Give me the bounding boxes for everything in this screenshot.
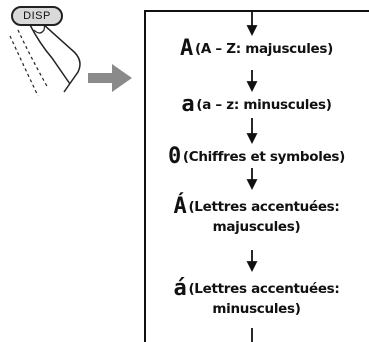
flow-frame <box>144 10 369 342</box>
mode-lowercase: a(a – z: minuscules) <box>144 92 369 117</box>
mode-label-line2: minuscules) <box>212 301 301 317</box>
mode-label: (a – z: minuscules) <box>196 97 332 113</box>
mode-label: (Lettres accentuées: <box>188 281 340 297</box>
mode-glyph: 0 <box>167 144 181 169</box>
mode-label: (A – Z: majuscules) <box>194 41 333 57</box>
mode-glyph: á <box>173 276 187 301</box>
mode-accented-lowercase: á(Lettres accentuées: minuscules) <box>144 276 369 317</box>
disp-button[interactable]: DISP <box>11 6 63 26</box>
mode-digits-symbols: 0(Chiffres et symboles) <box>144 144 369 169</box>
mode-label: (Chiffres et symboles) <box>182 149 346 165</box>
mode-accented-uppercase: Á(Lettres accentuées: majuscules) <box>144 194 369 235</box>
mode-uppercase: A(A – Z: majuscules) <box>144 36 369 61</box>
mode-label: (Lettres accentuées: <box>188 199 340 215</box>
mode-glyph: Á <box>173 194 187 219</box>
mode-glyph: A <box>180 36 193 61</box>
arrow-right-icon <box>88 64 132 92</box>
mode-glyph: a <box>181 92 195 117</box>
mode-label-line2: majuscules) <box>212 219 301 235</box>
flow-arrows <box>246 12 258 342</box>
